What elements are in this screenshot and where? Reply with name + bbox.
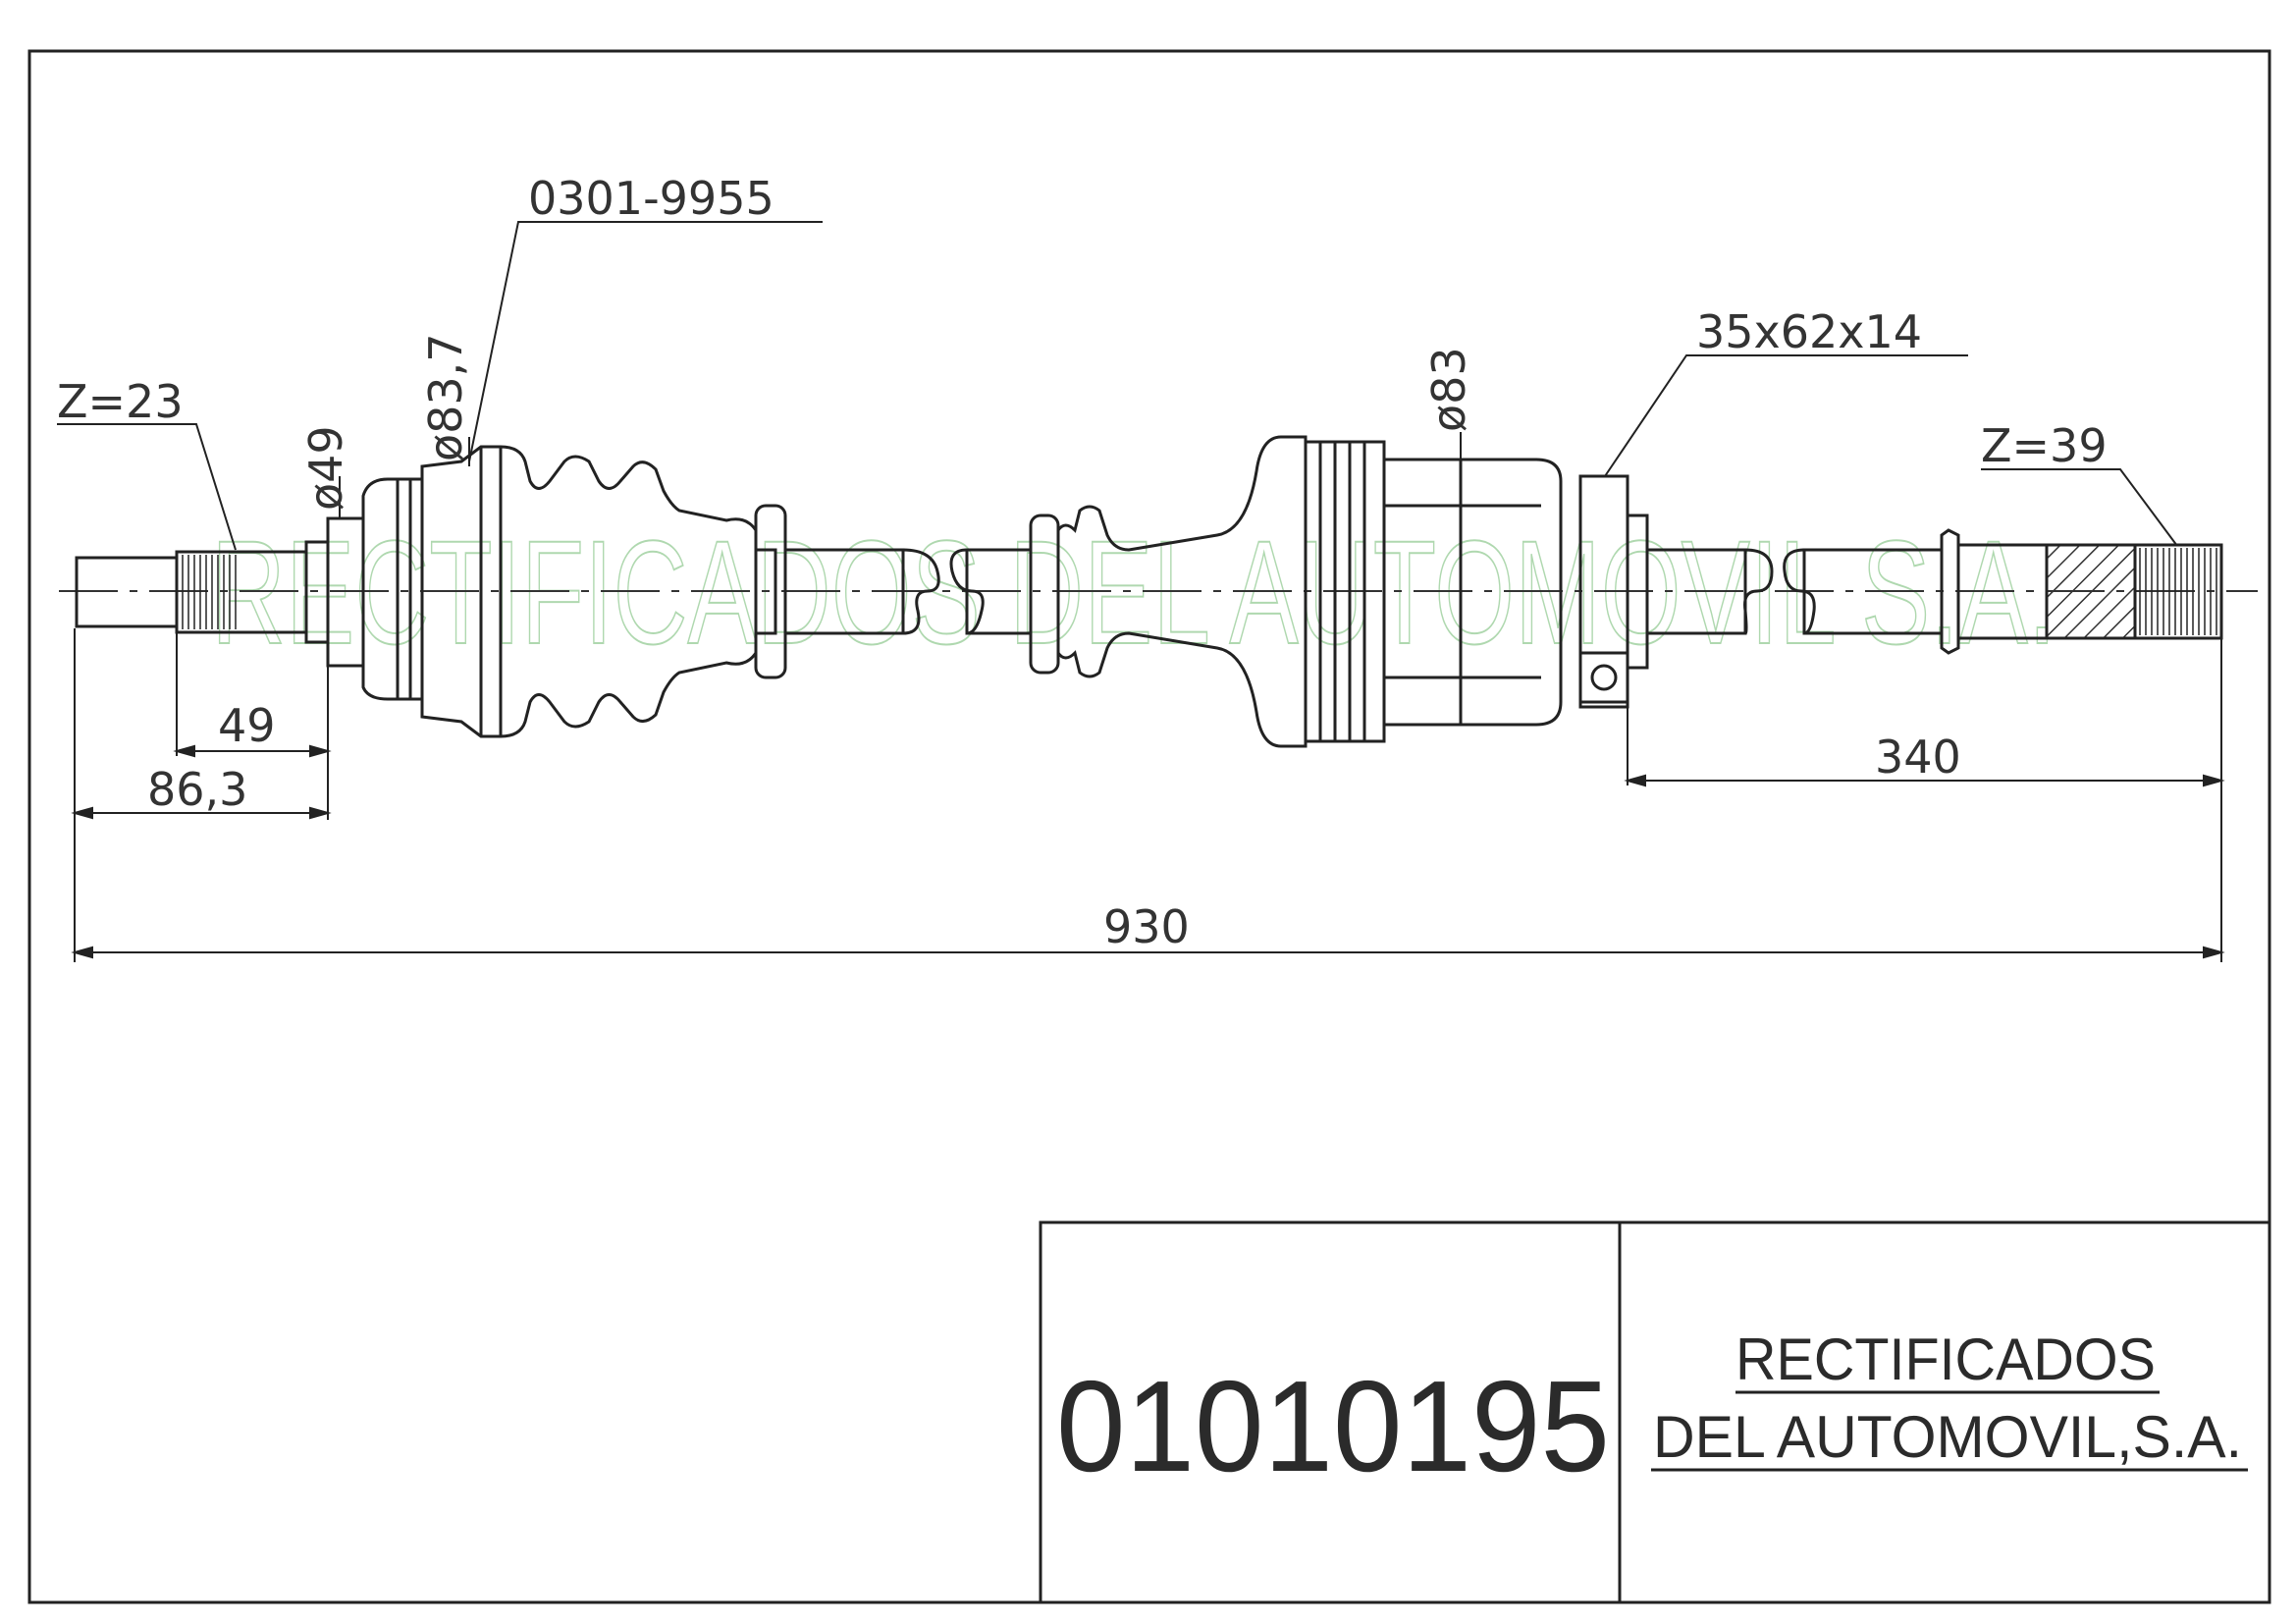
leader-boot-part [468,221,823,462]
dimension-930: 930 [1103,900,1190,953]
inner-cv-joint [1382,458,1563,727]
outer-boot-bellows [420,445,787,738]
leader-z39 [1981,468,2178,547]
support-bearing [1578,474,1649,709]
leader-z23 [57,423,237,551]
label-diameter-83-7: ø83,7 [419,333,472,461]
leader-bearing [1604,354,1968,477]
part-number: 01010195 [1056,1354,1610,1498]
label-diameter-83: ø83 [1422,347,1475,432]
dimension-lines [71,628,2225,962]
label-bearing-size: 35x62x14 [1696,305,1922,358]
dimension-86-3: 86,3 [147,763,247,816]
label-z23: Z=23 [57,375,184,428]
right-stub-shaft [1645,528,2223,655]
company-name-line1: RECTIFICADOS [1735,1326,2156,1392]
leader-annotations [57,221,2178,551]
label-boot-part-number: 0301-9955 [528,172,774,225]
company-name-line2: DEL AUTOMOVIL,S.A. [1653,1404,2242,1470]
intermediate-bar-shaft [783,548,1033,635]
dimension-340: 340 [1875,731,1961,784]
title-block: 01010195 RECTIFICADOS DEL AUTOMOVIL,S.A. [1039,1220,2271,1604]
title-block-frame [1039,1220,2271,1604]
label-diameter-49: ø49 [299,425,352,511]
dimension-49: 49 [218,699,276,752]
left-stub-shaft [75,540,330,644]
label-z39: Z=39 [1981,419,2108,472]
driveshaft-assembly [75,435,2223,748]
